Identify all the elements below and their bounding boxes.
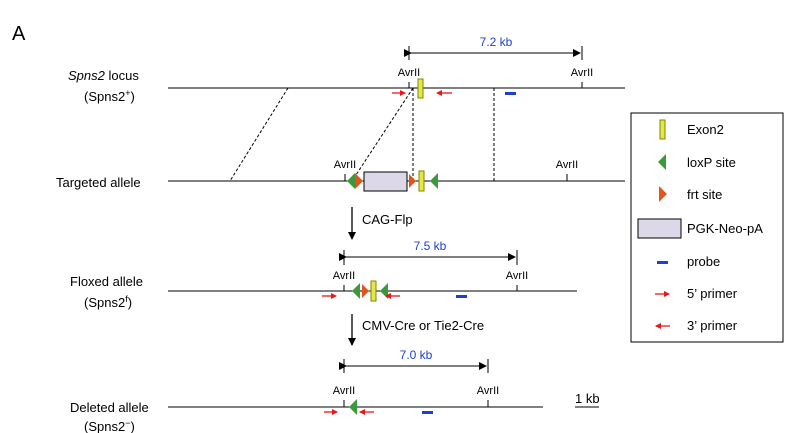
floxed-probe [456, 295, 467, 298]
deleted-label: Deleted allele [70, 400, 149, 415]
legend-neo-swatch [637, 218, 682, 239]
legend-loxp-swatch [658, 154, 666, 170]
floxed-distance-label: 7.5 kb [414, 239, 447, 253]
deleted-distance-label: 7.0 kb [400, 348, 433, 362]
legend-exon-swatch [659, 119, 666, 140]
locus-probe [505, 92, 516, 95]
targeted-avrii-2: AvrII [556, 159, 578, 171]
targeted-pgk-neo [363, 171, 408, 192]
floxed-label: Floxed allele [70, 274, 143, 289]
targeted-label: Targeted allele [56, 175, 141, 190]
targeted-avrii-1: AvrII [334, 159, 356, 171]
legend-probe-label: probe [687, 254, 720, 269]
homology-lines [229, 87, 495, 182]
deleted-probe [422, 411, 433, 414]
locus-distance-label: 7.2 kb [480, 35, 513, 49]
floxed-avrii-1: AvrII [333, 270, 355, 282]
locus-genotype: (Spns2+) [84, 88, 135, 104]
row-deleted: Deleted allele (Spns2−) AvrII AvrII 7.0 … [70, 348, 543, 433]
targeted-loxp-1 [347, 173, 355, 189]
legend-neo-label: PGK-Neo-pA [687, 221, 763, 236]
cre-label: CMV-Cre or Tie2-Cre [362, 318, 484, 333]
targeted-frt-2 [409, 174, 416, 188]
legend-frt-label: frt site [687, 187, 722, 202]
scale-bar: 1 kb [575, 391, 600, 408]
legend-5prime-label: 5’ primer [687, 286, 738, 301]
legend-probe-swatch [657, 261, 668, 264]
locus-exon2 [417, 78, 424, 99]
step-cre: CMV-Cre or Tie2-Cre [348, 314, 484, 346]
legend-loxp-label: loxP site [687, 155, 736, 170]
deleted-avrii-1: AvrII [333, 385, 355, 397]
targeted-frt-1 [355, 173, 363, 189]
floxed-loxp-1 [352, 283, 360, 299]
locus-avrii-1: AvrII [398, 67, 420, 79]
flp-label: CAG-Flp [362, 212, 413, 227]
row-targeted: Targeted allele AvrII AvrII [56, 159, 625, 192]
deleted-avrii-2: AvrII [477, 385, 499, 397]
floxed-avrii-2: AvrII [506, 270, 528, 282]
legend-3prime-label: 3’ primer [687, 318, 738, 333]
panel-label: A [12, 23, 26, 45]
floxed-exon2 [370, 280, 377, 302]
legend-exon-label: Exon2 [687, 122, 724, 137]
row-floxed: Floxed allele (Spns2f) AvrII AvrII 7.5 k… [70, 239, 577, 310]
homology-line-mid [351, 87, 414, 182]
deleted-loxp [349, 399, 357, 415]
floxed-genotype: (Spns2f) [84, 294, 132, 310]
targeted-exon2 [418, 170, 425, 192]
floxed-frt [362, 284, 369, 298]
step-flp: CAG-Flp [348, 207, 413, 240]
legend: Exon2 loxP site frt site PGK-Neo-pA prob… [630, 112, 784, 343]
targeted-loxp-2 [430, 173, 438, 189]
locus-avrii-2: AvrII [571, 67, 593, 79]
locus-label: Spns2 locus [68, 68, 139, 83]
legend-frt-swatch [659, 186, 667, 202]
deleted-genotype: (Spns2−) [84, 418, 135, 433]
row-locus: Spns2 locus (Spns2+) AvrII AvrII 7.2 kb [68, 35, 625, 104]
homology-line-left [229, 87, 289, 182]
scale-bar-label: 1 kb [575, 391, 600, 406]
